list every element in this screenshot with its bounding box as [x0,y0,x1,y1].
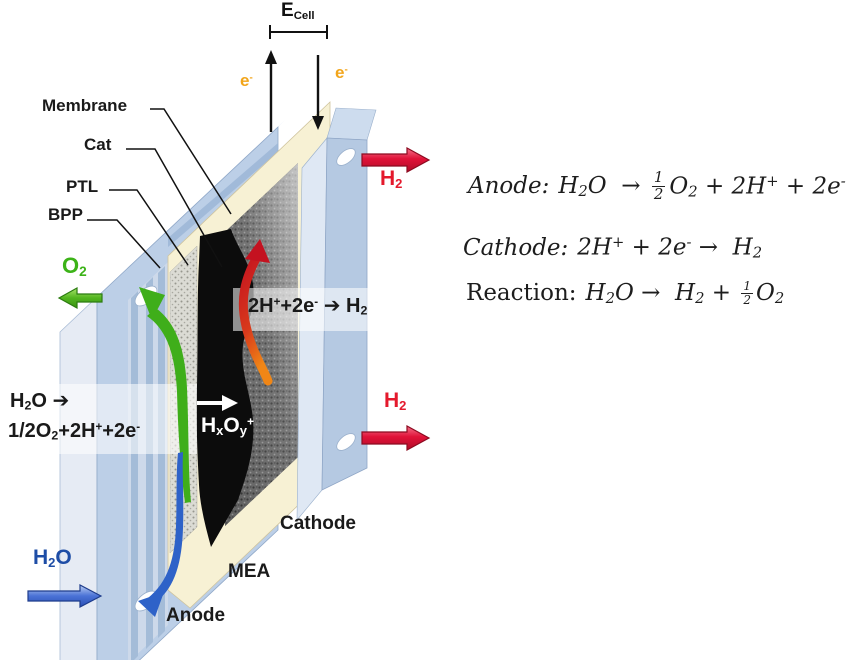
overall-equation-pre: H2O → H2 + [585,280,739,307]
cathode-equation-label: Cathode: [463,234,569,261]
h2-out-arrow-top [361,146,431,174]
overall-equation-label: Reaction: [466,280,577,307]
anode-equation: Anode: H2O → 1 2 O2 + 2H+ + 2e- [468,168,846,203]
anode-reaction-line1: H2O ➔ [10,390,70,413]
anode-reaction-line2: 1/2O2+2H++2e- [8,420,141,443]
one-half-fraction-small: 1 2 [741,279,754,307]
h2o-in-arrow [27,584,103,608]
overall-equation-post: O2 [756,280,785,307]
o2-label: O2 [62,253,87,279]
anode-plate-side-face [59,296,98,660]
cell-voltage-label: ECell [281,0,315,23]
h2-label-bottom: H2 [384,389,407,413]
anode-reaction-band [0,384,197,454]
anode-equation-pre: H2O → [558,172,648,200]
cathode-top-port [336,148,356,166]
h2o-label: H2O [33,546,72,570]
membrane-species-label: HxOy+ [201,414,255,438]
fraction-numerator: 1 [653,168,664,186]
anode-label: Anode [166,605,226,626]
membrane-leader-line [150,108,232,215]
ptl-leader-line [109,189,189,266]
hxoy-arrow [197,395,238,411]
cat-leader-line [126,148,223,268]
electron-label-left: e- [240,71,253,90]
one-half-fraction: 1 2 [651,168,666,203]
electron-down-arrow [312,55,324,130]
h2-out-arrow-bottom [361,424,431,452]
cathode-equation-formula: 2H+ + 2e- → H2 [577,234,763,262]
bpp-leader-line [87,219,161,269]
o2-curved-arrow [139,287,191,503]
cathode-plate-top-face [326,107,377,141]
electron-up-arrow [265,50,277,132]
fraction-denominator: 2 [741,292,754,307]
mea-label: MEA [228,561,271,582]
o2-out-arrow [57,286,103,310]
electron-label-right: e- [335,63,348,82]
cat-label: Cat [84,135,112,154]
proton-curved-arrow [238,239,273,386]
cathode-equation: Cathode: 2H+ + 2e- → H2 [463,234,762,261]
membrane-label: Membrane [42,96,128,115]
h2-label-top: H2 [380,167,403,191]
cathode-reaction-label: 2H++2e- ➔ H2 [248,295,368,318]
overall-equation: Reaction: H2O → H2 + 1 2 O2 [466,280,784,307]
ptl-label: PTL [66,177,99,196]
cathode-reaction-band [233,288,404,331]
bpp-label: BPP [48,205,83,224]
fraction-numerator: 1 [743,279,752,294]
anode-equation-post: O2 + 2H+ + 2e- [669,172,846,200]
h2o-curved-arrow [138,452,184,617]
fraction-denominator: 2 [651,184,666,203]
leader-lines [87,108,232,269]
ecell-bracket [269,25,328,39]
cathode-bottom-port [336,433,356,451]
cathode-label: Cathode [280,513,356,534]
anode-equation-label: Anode: [468,173,550,200]
